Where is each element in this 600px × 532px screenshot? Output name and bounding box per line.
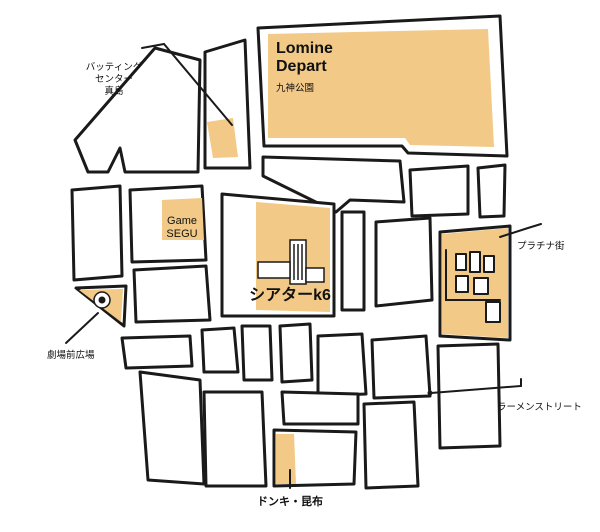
block-south-west-small [120,334,194,370]
label-batting-line3: 真島 [104,85,123,97]
label-batting-line1: バッティング [86,61,143,73]
label-batting-line2: センター [95,74,133,85]
block-east-south [370,334,432,400]
label-donki: ドンキ・昆布 [257,494,323,508]
block-west-tall [70,184,124,282]
block-center-south-2 [280,390,360,426]
label-ramen: ラーメンストリート [497,402,582,413]
block-center-south [316,332,368,398]
label-platina: プラチナ街 [517,240,565,252]
platina-buildings [445,249,501,323]
block-south-strip-2 [240,324,274,382]
plaza-icon [93,291,111,309]
block-north-mid [408,164,470,218]
leader-ramen [430,378,522,394]
batting-center-highlight [207,118,238,158]
leader-plaza [65,312,99,344]
ramen-marker [427,390,433,396]
label-plaza: 劇場前広場 [47,349,95,361]
block-ramen-right [436,342,502,450]
block-theater-front [261,155,406,214]
block-south-strip-1 [200,326,240,374]
block-north-right [476,163,507,219]
label-game-line2: SEGU [166,228,197,240]
label-game-line1: Game [167,215,197,227]
label-theater: シアターk6 [249,286,331,304]
block-south-mid [132,264,212,324]
lomine-depart-highlight [268,29,494,147]
leader-platina [499,223,542,238]
block-east-bottom [362,400,420,490]
block-sw-bottom [202,390,268,488]
label-lomine-line2: Depart [276,58,327,75]
block-sw-large [138,370,206,486]
block-south-mid-right [278,322,314,384]
label-lomine-sub: 九神公園 [276,82,314,94]
leader-batting [141,42,233,126]
donki-highlight [276,434,296,484]
theater-building-icon [257,239,325,285]
label-lomine-line1: Lomine [276,40,333,57]
block-narrow-strip [340,210,366,312]
game-segu-highlight [162,198,204,240]
block-east-mid [374,216,434,308]
